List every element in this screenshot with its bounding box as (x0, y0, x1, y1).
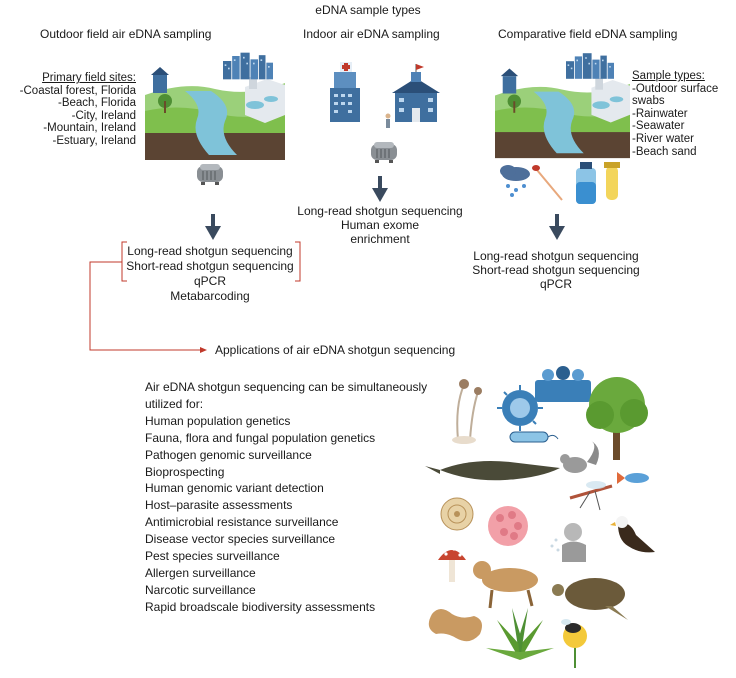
applications-intro: utilized for: (145, 396, 204, 411)
comparative-heading: Comparative field eDNA sampling (498, 27, 678, 41)
sand-tube-icon (604, 162, 620, 200)
indoor-heading: Indoor air eDNA sampling (303, 27, 440, 41)
eagle-icon (610, 516, 655, 553)
school-icon (392, 64, 440, 122)
squirrel-icon (560, 440, 599, 473)
bacterium-icon (509, 431, 559, 443)
type-item: -Outdoor surface (632, 82, 719, 95)
rain-cloud-icon (500, 165, 530, 197)
applications-intro: Air eDNA shotgun sequencing can be simul… (145, 380, 428, 394)
outdoor-heading: Outdoor field air eDNA sampling (40, 27, 212, 41)
application-item: Allergen surveillance (145, 565, 256, 580)
alligator-icon (425, 461, 560, 481)
application-item: Human population genetics (145, 413, 291, 428)
figure-title: eDNA sample types (315, 3, 421, 17)
application-item: Antimicrobial resistance surveillance (145, 515, 339, 530)
sites-label: Primary field sites: (42, 72, 136, 84)
mushroom-icon (438, 547, 466, 582)
bee-icon (561, 619, 587, 668)
outdoor-method: Metabarcoding (170, 289, 250, 303)
applications-heading: Applications of air eDNA shotgun sequenc… (215, 343, 456, 357)
application-item: Disease vector species surveillance (145, 532, 336, 547)
hospital-icon (330, 62, 360, 122)
applications-list: Air eDNA shotgun sequencing can be simul… (145, 379, 427, 616)
air-sampler-icon (196, 163, 224, 186)
pollen-icon (488, 506, 528, 546)
virus-icon (497, 385, 543, 431)
down-arrow (205, 214, 221, 240)
comparative-method: Long-read shotgun sequencing (473, 249, 639, 263)
indoor-method: Human exome (340, 218, 420, 232)
comparative-method: qPCR (539, 277, 572, 291)
swab-icon (532, 165, 563, 201)
site-item: -City, Ireland (71, 109, 136, 122)
type-item: -Seawater (632, 120, 685, 133)
site-item: -Estuary, Ireland (52, 134, 136, 147)
peanut-icon (428, 609, 482, 642)
down-arrow (372, 176, 388, 202)
fish-icon (617, 472, 649, 484)
shell-icon (440, 497, 474, 531)
application-item: Fauna, flora and fungal population genet… (145, 430, 376, 445)
water-bottle-icon (576, 162, 596, 204)
outdoor-method: Short-read shotgun sequencing (126, 259, 294, 273)
bracket (89, 241, 301, 351)
people-icon (535, 366, 591, 402)
mosquito-icon (569, 481, 613, 511)
application-item: Rapid broadscale biodiversity assessment… (145, 599, 376, 614)
type-item: swabs (632, 95, 665, 108)
tree-icon (586, 377, 648, 460)
indoor-method: enrichment (350, 232, 410, 246)
type-item: -Rainwater (632, 107, 688, 120)
type-item: -River water (632, 132, 694, 145)
application-item: Narcotic surveillance (145, 582, 256, 597)
outdoor-method: Long-read shotgun sequencing (127, 244, 293, 258)
primary-field-sites: Primary field sites: -Coastal forest, Fl… (10, 72, 136, 148)
outdoor-method: qPCR (193, 274, 226, 288)
lynx-icon (473, 561, 538, 609)
application-item: Human genomic variant detection (145, 481, 324, 496)
type-item: -Beach sand (632, 145, 697, 158)
comparative-method: Short-read shotgun sequencing (472, 263, 640, 277)
site-item: -Coastal forest, Florida (19, 84, 136, 97)
person-sneezing-icon (550, 523, 586, 562)
person-figure (385, 113, 391, 128)
application-item: Bioprospecting (145, 464, 225, 479)
landscape-illustration (495, 53, 630, 159)
down-arrow (549, 214, 565, 240)
application-item: Pest species surveillance (145, 549, 280, 564)
landscape-illustration (145, 52, 285, 160)
site-item: -Beach, Florida (58, 97, 136, 110)
site-item: -Mountain, Ireland (43, 122, 136, 135)
fungus-icon (452, 379, 482, 444)
bracket-arrowhead (200, 347, 207, 353)
turtle-icon (552, 578, 628, 620)
sample-types: Sample types: -Outdoor surface swabs -Ra… (632, 70, 718, 158)
types-label: Sample types: (632, 70, 705, 82)
application-item: Host–parasite assessments (145, 498, 293, 513)
cannabis-leaf-icon (486, 608, 554, 660)
air-sampler-icon (370, 141, 398, 164)
application-item: Pathogen genomic surveillance (145, 447, 312, 462)
indoor-method: Long-read shotgun sequencing (297, 204, 463, 218)
